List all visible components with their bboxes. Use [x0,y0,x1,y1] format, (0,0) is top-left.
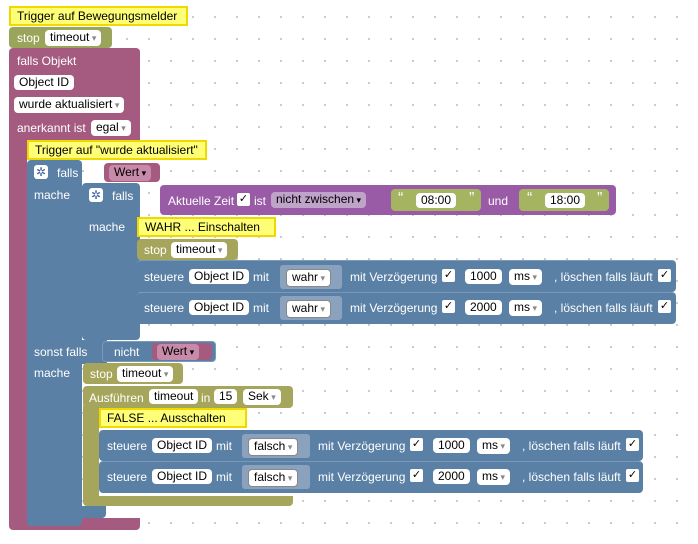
sonst-falls-label: sonst falls [34,345,88,359]
nicht-zwischen-dropdown[interactable]: nicht zwischen [271,192,367,208]
mit-verzoegerung-label-3: mit Verzögerung [318,439,406,453]
unit-dropdown-2[interactable]: ms [509,300,543,316]
mit-label-3: mit [216,439,232,453]
comment-wahr[interactable]: WAHR ... Einschalten [137,217,276,237]
egal-dropdown[interactable]: egal [91,120,131,136]
stop-label: stop [17,31,40,45]
object-id-field-1[interactable]: Object ID [189,269,250,284]
sek-dropdown[interactable]: Sek [243,389,281,405]
object-id-field-4[interactable]: Object ID [152,469,213,484]
inner-if-block[interactable] [82,183,140,340]
timeout-name-field[interactable]: timeout [149,389,199,404]
time-to-field[interactable]: 18:00 [545,193,586,208]
inner-falls-label: falls [112,189,134,203]
delay-checkbox-1[interactable]: ✓ [442,269,455,282]
ist-label: ist [254,194,266,208]
aktuelle-zeit-checkbox[interactable]: ✓ [237,193,250,206]
mache-label: mache [34,188,71,202]
aktuelle-zeit-label: Aktuelle Zeit [168,194,235,208]
delay-checkbox-3[interactable]: ✓ [410,438,423,451]
in-label: in [201,391,211,405]
loeschen-label-3: , löschen falls läuft [522,439,621,453]
und-label: und [488,194,509,208]
steuere-label-3: steuere [107,439,148,453]
gear-icon-inner[interactable]: ✲ [89,188,103,202]
falls-objekt-label: falls Objekt [17,54,77,68]
quote-close-icon-2: ” [597,190,603,207]
mit-verzoegerung-label-2: mit Verzögerung [350,301,438,315]
time-from-field[interactable]: 08:00 [416,193,457,208]
loeschen-label-4: , löschen falls läuft [522,470,621,484]
mit-label-4: mit [216,470,232,484]
quote-open-icon: “ [398,190,404,207]
nicht-label: nicht [114,345,140,359]
delay-field-2[interactable]: 2000 [465,300,502,315]
anerkannt-ist-label: anerkannt ist [17,121,86,135]
wert-dropdown-2[interactable]: Wert [157,344,200,360]
stop-timeout-dropdown[interactable]: timeout [45,30,102,46]
loeschen-label: , löschen falls läuft [554,270,653,284]
inner-mache-label: mache [89,220,126,234]
wurde-aktualisiert-dropdown[interactable]: wurde aktualisiert [14,97,125,113]
steuere-label-4: steuere [107,470,148,484]
delay-field-3[interactable]: 1000 [433,438,470,453]
stop-timeout-dropdown-sonst[interactable]: timeout [117,366,174,382]
falsch-dropdown-1[interactable]: falsch [248,438,299,456]
delay-field-1[interactable]: 1000 [465,269,502,284]
delay-field-4[interactable]: 2000 [433,469,470,484]
delay-checkbox-2[interactable]: ✓ [442,300,455,313]
object-id-field[interactable]: Object ID [14,75,75,90]
run-timeout-block-spine [83,406,99,500]
run-timeout-block-bottom [83,496,293,506]
loeschen-checkbox-1[interactable]: ✓ [658,269,671,282]
comment-wurde-aktualisiert[interactable]: Trigger auf "wurde aktualisiert" [27,140,207,160]
stop-timeout-dropdown-inner[interactable]: timeout [171,242,228,258]
unit-dropdown-1[interactable]: ms [509,269,543,285]
stop-label-sonst: stop [90,367,113,381]
sonst-falls-row [27,340,107,364]
on-object-update-block-spine [9,140,27,526]
falsch-dropdown-2[interactable]: falsch [248,469,299,487]
steuere-label-2: steuere [144,301,185,315]
mit-label-2: mit [253,301,269,315]
quote-close-icon: ” [469,190,475,207]
mit-label: mit [253,270,269,284]
object-id-field-3[interactable]: Object ID [152,438,213,453]
unit-dropdown-3[interactable]: ms [477,438,511,454]
loeschen-checkbox-2[interactable]: ✓ [658,300,671,313]
loeschen-checkbox-3[interactable]: ✓ [626,438,639,451]
sonst-mache-label: mache [34,366,71,380]
falls-label: falls [57,166,79,180]
if-block-bottom [27,506,106,518]
mit-verzoegerung-label: mit Verzögerung [350,270,438,284]
wahr-dropdown-1[interactable]: wahr [286,269,332,287]
wert-dropdown[interactable]: Wert [109,165,152,181]
comment-bewegungsmelder[interactable]: Trigger auf Bewegungsmelder [9,6,188,26]
object-id-field-2[interactable]: Object ID [189,300,250,315]
mit-verzoegerung-label-4: mit Verzögerung [318,470,406,484]
steuere-label: steuere [144,270,185,284]
comment-false[interactable]: FALSE ... Ausschalten [99,408,247,428]
quote-open-icon-2: “ [527,190,533,207]
stop-label-inner: stop [144,243,167,257]
loeschen-label-2: , löschen falls läuft [554,301,653,315]
timeout-amount-field[interactable]: 15 [214,389,238,404]
ausfuehren-label: Ausführen [89,391,144,405]
delay-checkbox-4[interactable]: ✓ [410,469,423,482]
wahr-dropdown-2[interactable]: wahr [286,300,332,318]
loeschen-checkbox-4[interactable]: ✓ [626,469,639,482]
unit-dropdown-4[interactable]: ms [477,469,511,485]
gear-icon[interactable]: ✲ [34,165,48,179]
